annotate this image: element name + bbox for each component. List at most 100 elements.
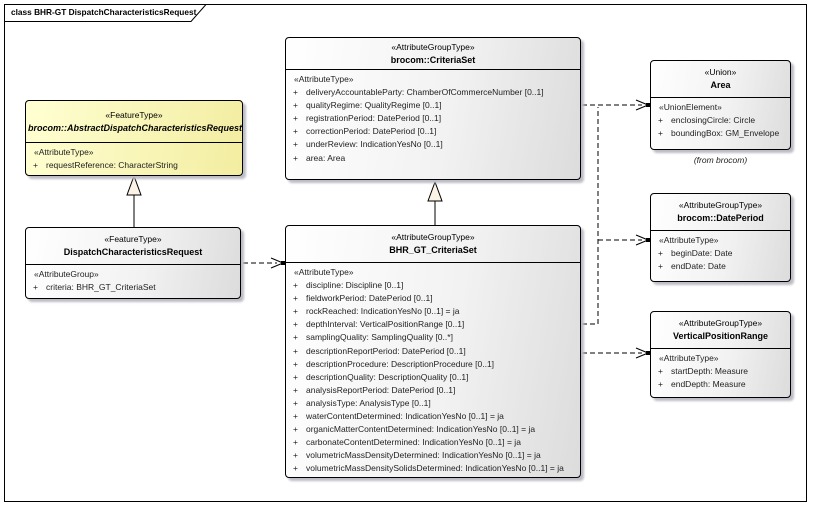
- attribute-text: beginDate: Date: [671, 248, 733, 259]
- attribute-row: +requestReference: CharacterString: [26, 159, 240, 172]
- attribute-text: area: Area: [306, 152, 346, 163]
- class-name: BHR_GT_CriteriaSet: [389, 245, 477, 255]
- attribute-text: fieldworkPeriod: DatePeriod [0..1]: [306, 293, 433, 304]
- class-name: DispatchCharacteristicsRequest: [63, 247, 203, 257]
- attribute-row: +waterContentDetermined: IndicationYesNo…: [286, 410, 578, 423]
- class-stereotype: «AttributeGroupType»: [391, 42, 475, 52]
- attributes-compartment: «AttributeType» + beginDate: Date + endDat…: [651, 231, 790, 276]
- section-stereotype: «AttributeType»: [659, 353, 719, 363]
- visibility-marker: +: [293, 319, 298, 330]
- attribute-list: +criteria: BHR_GT_CriteriaSet: [26, 281, 238, 294]
- class-vertical-position-range[interactable]: «AttributeGroupType» VerticalPositionRan…: [650, 311, 791, 398]
- visibility-marker: +: [293, 139, 298, 150]
- attribute-list: + startDepth: Measure + endDepth: Measure: [651, 365, 788, 391]
- class-area-union[interactable]: «Union» Area «UnionElement» +enclosingCi…: [650, 60, 791, 150]
- class-name: brocom::DatePeriod: [677, 213, 764, 223]
- visibility-marker: +: [658, 248, 663, 259]
- attribute-list: +requestReference: CharacterString: [26, 159, 240, 172]
- class-name: brocom::CriteriaSet: [390, 55, 476, 65]
- visibility-marker: +: [293, 437, 298, 448]
- attribute-row: + underReview: IndicationYesNo [0..1]: [286, 138, 578, 151]
- class-stereotype: «Union»: [704, 67, 737, 77]
- attribute-text: analysisReportPeriod: DatePeriod [0..1]: [306, 384, 456, 395]
- visibility-marker: +: [293, 424, 298, 435]
- attribute-text: waterContentDetermined: IndicationYesNo …: [306, 411, 504, 422]
- area-package-caption: (from brocom): [693, 155, 748, 165]
- attribute-text: descriptionProcedure: DescriptionProcedu…: [306, 358, 495, 369]
- visibility-marker: +: [293, 397, 298, 408]
- class-stereotype: «AttributeGroupType»: [391, 232, 475, 242]
- attribute-text: volumetricMassDensityDetermined: Indicat…: [306, 450, 541, 461]
- class-abstract-dispatch-characteristics-request[interactable]: «FeatureType» brocom::AbstractDispatchCh…: [25, 100, 243, 176]
- class-header: «AttributeGroupType» BHR_GT_CriteriaSet: [286, 226, 580, 263]
- visibility-marker: +: [293, 87, 298, 98]
- attribute-list: + deliveryAccountableParty: ChamberOfComm…: [286, 86, 578, 165]
- attribute-text: carbonateContentDetermined: IndicationYe…: [306, 437, 521, 448]
- attribute-text: organicMatterContentDetermined: Indicati…: [306, 424, 536, 435]
- attribute-row: + volumetricMassDensityDetermined: Indica…: [286, 449, 578, 462]
- class-stereotype: «FeatureType»: [104, 234, 162, 244]
- visibility-marker: +: [293, 345, 298, 356]
- diagram-title: class BHR-GT DispatchCharacteristicsRequ…: [11, 7, 197, 17]
- attribute-row: +rockReached: IndicationYesNo [0..1] = j…: [286, 305, 578, 318]
- section-stereotype: «AttributeType»: [34, 147, 94, 157]
- diagram-frame: [4, 4, 807, 502]
- class-header: «Union» Area: [651, 61, 790, 98]
- visibility-marker: +: [293, 463, 298, 474]
- attribute-row: + analysisReportPeriod: DatePeriod [0..1]: [286, 384, 578, 397]
- attribute-row: +descriptionProcedure: DescriptionProced…: [286, 358, 578, 371]
- attribute-row: + depthInterval: VerticalPositionRange [0…: [286, 318, 578, 331]
- visibility-marker: +: [293, 293, 298, 304]
- class-bhr-gt-criteriaset[interactable]: «AttributeGroupType» BHR_GT_CriteriaSet …: [285, 225, 581, 478]
- section-stereotype: «AttributeGroup»: [34, 269, 99, 279]
- attribute-text: criteria: BHR_GT_CriteriaSet: [46, 282, 156, 293]
- attribute-text: underReview: IndicationYesNo [0..1]: [306, 139, 443, 150]
- attribute-row: + carbonateContentDetermined: IndicationY…: [286, 436, 578, 449]
- attributes-compartment: «AttributeType» + discipline: Discipline …: [286, 263, 580, 479]
- attribute-text: deliveryAccountableParty: ChamberOfComme…: [306, 87, 544, 98]
- class-stereotype: «AttributeGroupType»: [678, 200, 763, 210]
- attributes-compartment: «AttributeGroup» +criteria: BHR_GT_Crite…: [26, 265, 240, 297]
- visibility-marker: +: [658, 128, 663, 139]
- attribute-row: + discipline: Discipline [0..1]: [286, 279, 578, 292]
- visibility-marker: +: [658, 366, 663, 377]
- visibility-marker: +: [293, 280, 298, 291]
- attributes-compartment: «UnionElement» +enclosingCircle: Circle …: [651, 98, 790, 143]
- attribute-text: registrationPeriod: DatePeriod [0..1]: [306, 113, 442, 124]
- attribute-text: boundingBox: GM_Envelope: [671, 128, 780, 139]
- attribute-row: +descriptionQuality: DescriptionQuality …: [286, 371, 578, 384]
- class-brocom-dateperiod[interactable]: «AttributeGroupType» brocom::DatePeriod …: [650, 193, 791, 282]
- attribute-row: + analysisType: AnalysisType [0..1]: [286, 397, 578, 410]
- visibility-marker: +: [293, 384, 298, 395]
- visibility-marker: +: [293, 113, 298, 124]
- attribute-text: startDepth: Measure: [671, 366, 749, 377]
- attribute-list: +enclosingCircle: Circle +boundingBox: G…: [651, 114, 788, 140]
- section-stereotype: «AttributeType»: [294, 267, 354, 277]
- visibility-marker: +: [658, 379, 663, 390]
- attribute-text: endDepth: Measure: [671, 379, 746, 390]
- attribute-row: +descriptionReportPeriod: DatePeriod [0.…: [286, 345, 578, 358]
- class-brocom-criteriaset[interactable]: «AttributeGroupType» brocom::CriteriaSet…: [285, 37, 581, 180]
- attribute-text: descriptionQuality: DescriptionQuality […: [306, 371, 469, 382]
- attributes-compartment: «AttributeType» +requestReference: Chara…: [26, 143, 242, 175]
- visibility-marker: +: [658, 261, 663, 272]
- attribute-list: + beginDate: Date + endDate: Date: [651, 247, 788, 273]
- attribute-row: +volumetricMassDensitySolidsDetermined: …: [286, 462, 578, 475]
- attribute-text: discipline: Discipline [0..1]: [306, 280, 404, 291]
- attribute-text: qualityRegime: QualityRegime [0..1]: [306, 100, 442, 111]
- attribute-text: depthInterval: VerticalPositionRange [0.…: [306, 319, 465, 330]
- class-header: «AttributeGroupType» brocom::CriteriaSet: [286, 38, 580, 70]
- attribute-row: + registrationPeriod: DatePeriod [0..1]: [286, 112, 578, 125]
- attribute-text: correctionPeriod: DatePeriod [0..1]: [306, 126, 437, 137]
- visibility-marker: +: [293, 450, 298, 461]
- visibility-marker: +: [293, 126, 298, 137]
- class-dispatch-characteristics-request[interactable]: «FeatureType» DispatchCharacteristicsReq…: [25, 227, 241, 299]
- attribute-text: analysisType: AnalysisType [0..1]: [306, 397, 431, 408]
- visibility-marker: +: [33, 160, 38, 171]
- section-stereotype: «AttributeType»: [659, 235, 719, 245]
- attribute-text: endDate: Date: [671, 261, 726, 272]
- class-name: brocom::AbstractDispatchCharacteristicsR…: [28, 123, 243, 133]
- class-stereotype: «FeatureType»: [105, 110, 163, 120]
- attribute-row: +criteria: BHR_GT_CriteriaSet: [26, 281, 238, 294]
